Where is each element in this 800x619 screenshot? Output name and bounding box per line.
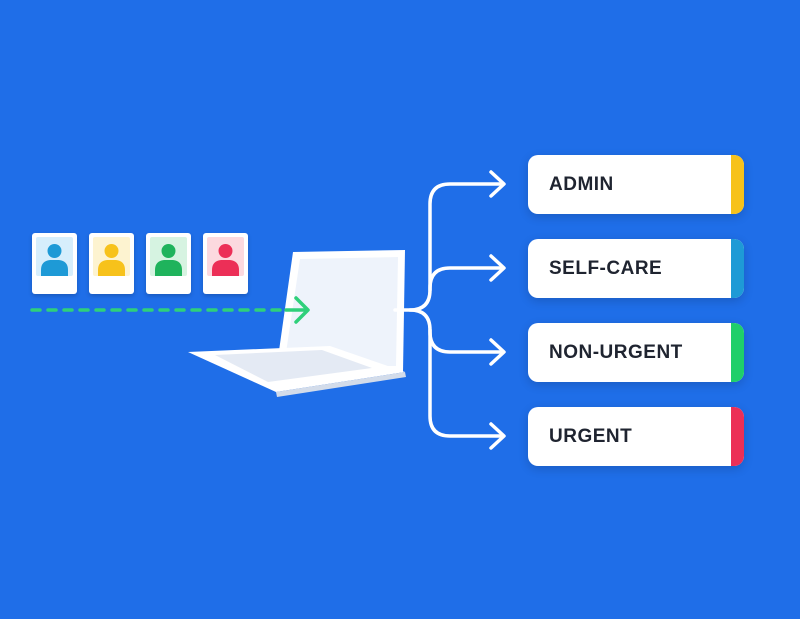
category-accent <box>731 239 744 298</box>
category-admin: ADMIN <box>528 155 744 214</box>
category-self-care: SELF-CARE <box>528 239 744 298</box>
person-icon <box>212 244 239 276</box>
person-icon <box>41 244 68 276</box>
category-urgent: URGENT <box>528 407 744 466</box>
branch-lines <box>393 170 506 450</box>
category-label: URGENT <box>549 426 633 447</box>
category-accent <box>731 323 744 382</box>
profile-photo <box>150 237 187 276</box>
person-icon <box>98 244 125 276</box>
profile-card-blue <box>32 233 77 294</box>
profile-card-green <box>146 233 191 294</box>
category-label: SELF-CARE <box>549 258 663 279</box>
arrow-right-icon <box>284 296 310 324</box>
category-label: ADMIN <box>549 174 614 195</box>
profile-card-yellow <box>89 233 134 294</box>
category-accent <box>731 155 744 214</box>
laptop-icon <box>188 250 406 397</box>
profile-photo <box>36 237 73 276</box>
profile-photo <box>93 237 130 276</box>
person-icon <box>155 244 182 276</box>
profile-photo <box>207 237 244 276</box>
category-non-urgent: NON-URGENT <box>528 323 744 382</box>
category-accent <box>731 407 744 466</box>
profile-card-red <box>203 233 248 294</box>
category-label: NON-URGENT <box>549 342 683 363</box>
